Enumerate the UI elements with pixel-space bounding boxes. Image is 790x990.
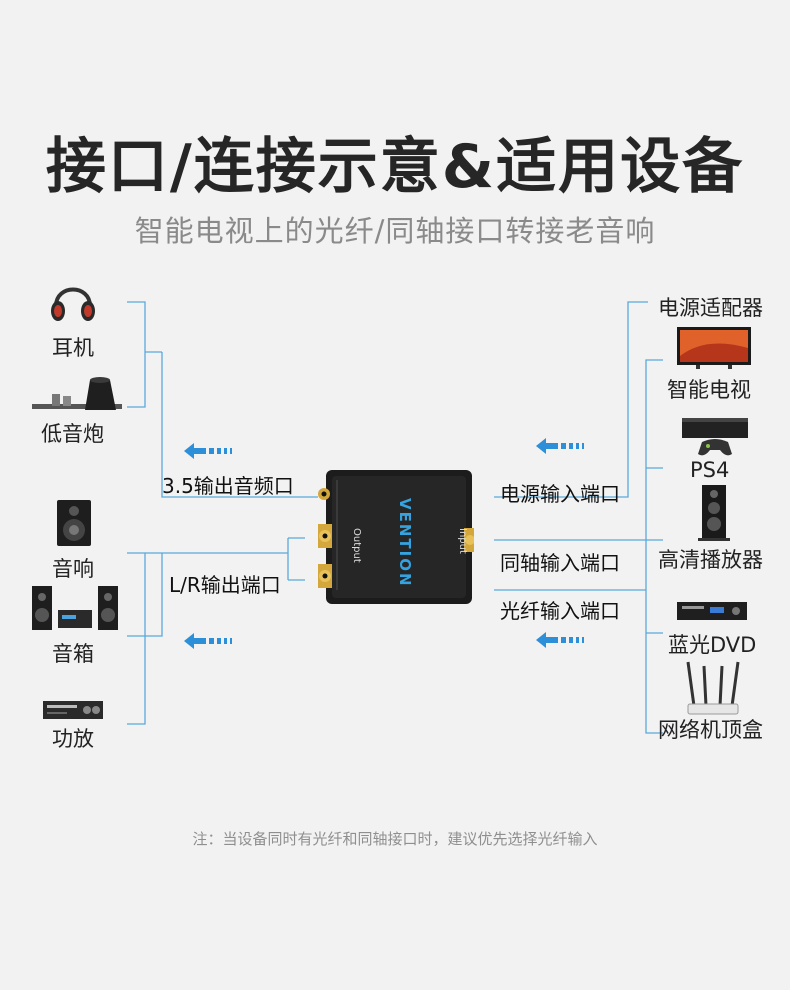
device-label-power-adapter: 电源适配器 xyxy=(658,296,763,320)
footer-note: 注：当设备同时有光纤和同轴接口时，建议优先选择光纤输入 xyxy=(192,830,598,848)
arrow-left-icon xyxy=(536,632,584,648)
device-label-smart-tv: 智能电视 xyxy=(667,378,751,402)
page-subtitle: 智能电视上的光纤/同轴接口转接老音响 xyxy=(134,214,656,248)
hifi-speakers-icon xyxy=(32,586,118,630)
device-label-hd-player: 高清播放器 xyxy=(658,548,763,572)
output-label: Output xyxy=(351,528,362,563)
port-label-coax-input: 同轴输入端口 xyxy=(500,551,620,575)
port-label-35-output: 3.5输出音频口 xyxy=(162,474,294,498)
subwoofer-icon xyxy=(32,377,122,410)
speaker-icon xyxy=(57,500,91,546)
game-console-icon xyxy=(682,418,748,456)
device-label-set-top-box: 网络机顶盒 xyxy=(658,718,763,742)
port-label-power-input: 电源输入端口 xyxy=(500,482,620,506)
amplifier-icon xyxy=(43,701,103,719)
page-title: 接口/连接示意&适用设备 xyxy=(45,132,745,202)
device-label-hifi: 音箱 xyxy=(52,642,94,666)
device-label-speaker: 音响 xyxy=(52,557,94,581)
device-label-ps4: PS4 xyxy=(690,458,730,482)
device-label-subwoofer: 低音炮 xyxy=(41,422,104,446)
tower-speaker-icon xyxy=(698,485,730,541)
dvd-player-icon xyxy=(677,602,747,620)
tv-icon xyxy=(677,327,751,369)
input-label: Input xyxy=(457,528,468,554)
arrow-left-icon xyxy=(184,443,232,459)
device-label-amplifier: 功放 xyxy=(52,727,94,751)
port-label-lr-output: L/R输出端口 xyxy=(169,573,281,597)
headphones-icon xyxy=(51,287,95,321)
device-label-headphones: 耳机 xyxy=(52,336,94,360)
converter-device: Output Input VENTION xyxy=(318,468,475,606)
router-icon xyxy=(686,661,740,715)
brand-logo: VENTION xyxy=(396,498,414,588)
device-label-bluray-dvd: 蓝光DVD xyxy=(668,633,757,657)
arrow-left-icon xyxy=(184,633,232,649)
port-label-optical-input: 光纤输入端口 xyxy=(500,599,620,623)
arrow-left-icon xyxy=(536,438,584,454)
